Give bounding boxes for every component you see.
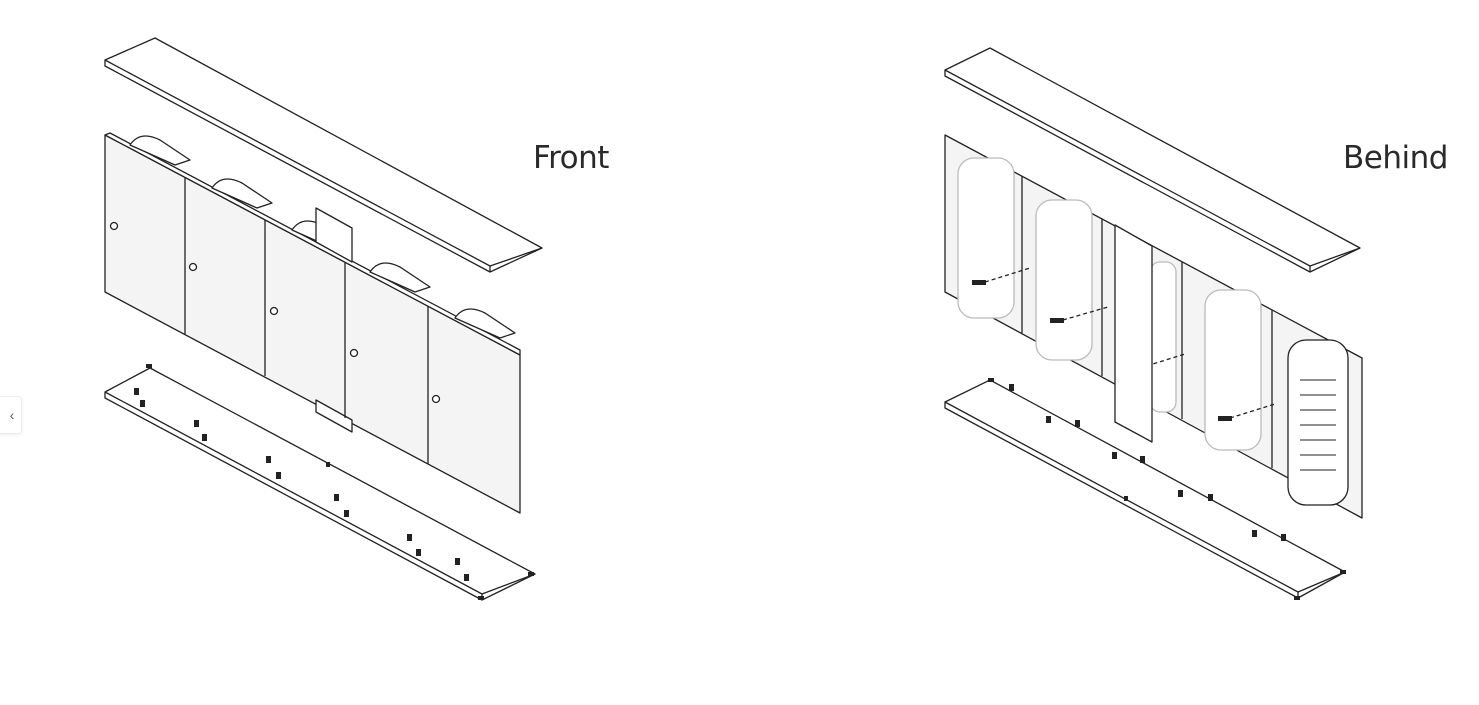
cam-dowels: [134, 364, 534, 600]
behind-view-label: Behind: [1343, 140, 1448, 176]
front-assembly: [104, 37, 543, 601]
carousel-prev-button[interactable]: ‹: [0, 396, 22, 434]
base-board: [104, 364, 536, 601]
back-panel: [944, 134, 1363, 519]
base-board: [944, 378, 1346, 600]
front-view-label: Front: [533, 140, 609, 176]
top-board: [944, 47, 1361, 273]
back-panel-with-doors: [104, 132, 521, 514]
divider-board: [1114, 224, 1153, 443]
top-board: [104, 37, 543, 273]
chevron-left-icon: ‹: [9, 407, 15, 423]
front-bracket: [1287, 339, 1349, 506]
behind-assembly: [944, 47, 1363, 600]
